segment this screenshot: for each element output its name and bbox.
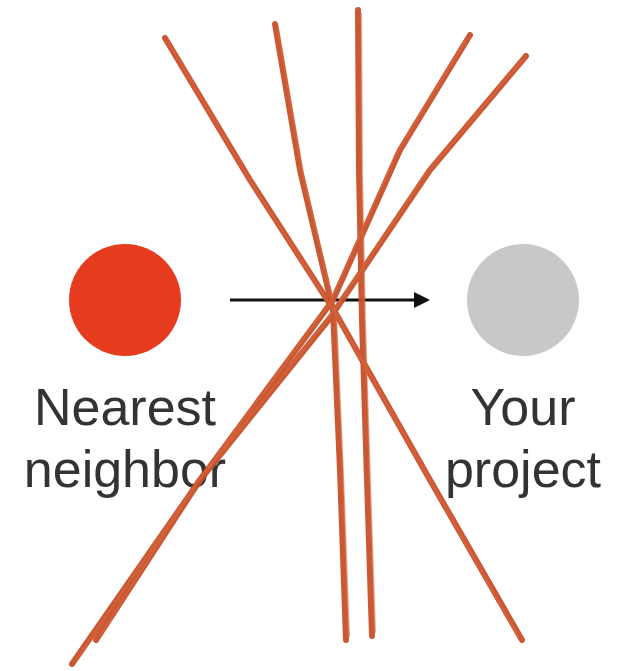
circle-fill [467, 244, 579, 356]
arrow-connector [230, 292, 430, 308]
circle-fill [69, 244, 181, 356]
arrow-head [414, 292, 430, 308]
circle-shape [68, 243, 182, 357]
circle-shape [466, 243, 580, 357]
arrow-line [230, 299, 416, 302]
circle-node: Your project [413, 243, 619, 500]
circle-node: Nearest neighbor [15, 243, 235, 500]
node-label: Your project [413, 376, 619, 500]
node-label: Nearest neighbor [15, 376, 235, 500]
